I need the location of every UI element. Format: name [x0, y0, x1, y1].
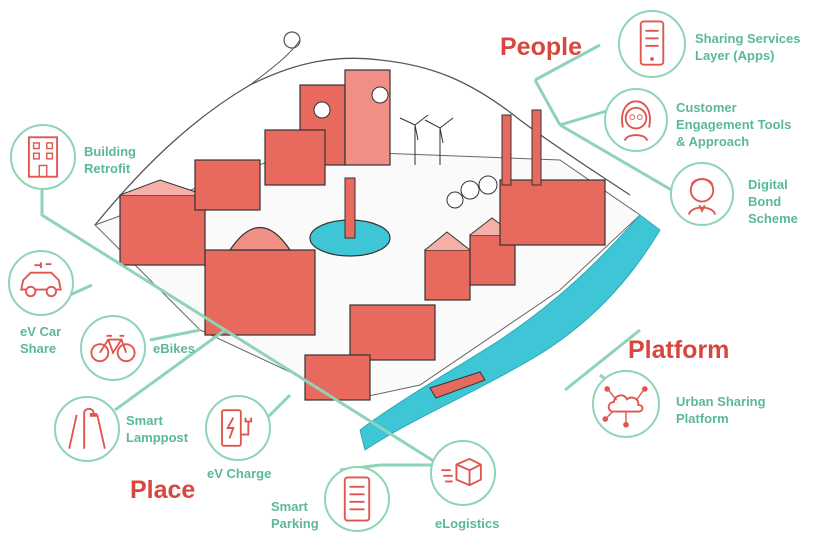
- place-item-smart-lamppost: Smart Lamppost: [126, 412, 188, 446]
- label-line: Smart: [126, 413, 163, 428]
- label-line: eV Car: [20, 324, 62, 339]
- electric-car-icon: [8, 250, 74, 316]
- label-line: Urban Sharing: [676, 394, 766, 409]
- label-line: eLogistics: [435, 516, 500, 531]
- platform-heading: Platform: [628, 336, 730, 364]
- woman-avatar-icon: [604, 88, 668, 152]
- label-line: Parking: [271, 516, 319, 531]
- label-line: Digital: [748, 177, 788, 192]
- label-line: Engagement Tools: [676, 117, 792, 132]
- label-line: Lamppost: [126, 430, 189, 445]
- label-line: & Approach: [676, 134, 750, 149]
- label-line: eV Charge: [207, 466, 272, 481]
- people-item-customer-engagement: Customer Engagement Tools & Approach: [676, 99, 791, 150]
- building-icon: [10, 124, 76, 190]
- label-line: Sharing Services: [695, 31, 801, 46]
- label-line: Scheme: [748, 211, 798, 226]
- label-line: Smart: [271, 499, 308, 514]
- people-item-digital-bond: Digital Bond Scheme: [748, 176, 798, 227]
- lamppost-icon: [54, 396, 120, 462]
- delivery-box-icon: [430, 440, 496, 506]
- place-item-elogistics: eLogistics: [435, 515, 499, 532]
- bicycle-icon: [80, 315, 146, 381]
- place-heading: Place: [130, 476, 196, 504]
- platform-item-urban-sharing: Urban Sharing Platform: [676, 393, 766, 427]
- label-line: Layer (Apps): [695, 48, 775, 63]
- place-item-ebikes: eBikes: [153, 340, 195, 357]
- phone-app-icon: [618, 10, 686, 78]
- place-item-ev-car-share: eV Car Share: [20, 323, 61, 357]
- label-line: Retrofit: [84, 161, 131, 176]
- parking-app-icon: [324, 466, 390, 532]
- label-line: Share: [20, 341, 57, 356]
- label-line: eBikes: [153, 341, 195, 356]
- label-line: Customer: [676, 100, 737, 115]
- label-line: Building: [84, 144, 136, 159]
- cloud-network-icon: [592, 370, 660, 438]
- label-line: Bond: [748, 194, 782, 209]
- label-line: Platform: [676, 411, 729, 426]
- people-heading: People: [500, 33, 582, 61]
- place-item-ev-charge: eV Charge: [207, 465, 271, 482]
- man-avatar-icon: [670, 162, 734, 226]
- place-item-building-retrofit: Building Retrofit: [84, 143, 136, 177]
- ev-charger-icon: [205, 395, 271, 461]
- people-item-sharing-services: Sharing Services Layer (Apps): [695, 30, 801, 64]
- place-item-smart-parking: Smart Parking: [271, 498, 319, 532]
